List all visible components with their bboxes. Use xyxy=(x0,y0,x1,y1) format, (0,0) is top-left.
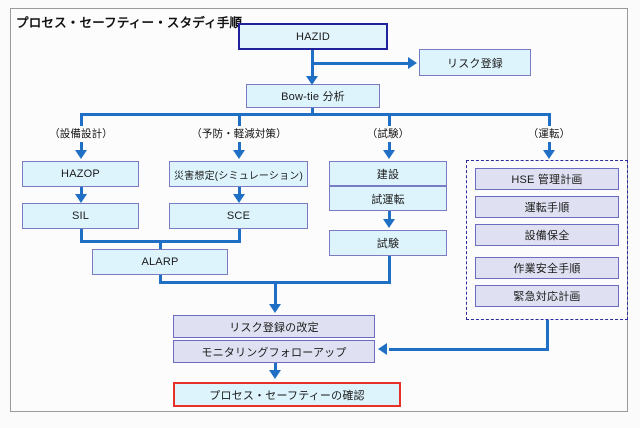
connector-sce-down xyxy=(238,229,241,243)
branch-label-testing: （試験） xyxy=(366,128,410,140)
connector-distributor-bar xyxy=(80,113,551,116)
connector-commissioning-to-test xyxy=(388,211,391,222)
connector-test-down xyxy=(388,256,391,283)
connector-branch-arrow-3 xyxy=(388,142,391,153)
node-risk-register[interactable]: リスク登録 xyxy=(419,49,531,76)
arrowhead-branch-4 xyxy=(543,150,555,159)
node-risk-register-revision[interactable]: リスク登録の改定 xyxy=(173,315,375,338)
page-title: プロセス・セーフティー・スタディ手順 xyxy=(16,16,243,30)
node-sce[interactable]: SCE xyxy=(169,203,308,229)
connector-branch-arrow-2 xyxy=(238,142,241,153)
connector-bowtie-down xyxy=(311,108,314,115)
arrowhead-commissioning-to-test xyxy=(383,219,395,228)
node-hazop[interactable]: HAZOP xyxy=(22,161,139,187)
connector-alarp-stem xyxy=(159,240,162,249)
arrowhead-sim-to-sce xyxy=(233,194,245,203)
node-hazid[interactable]: HAZID xyxy=(238,23,388,50)
arrowhead-branch-3 xyxy=(383,150,395,159)
connector-branch-stem-2 xyxy=(238,113,241,126)
connector-sim-to-sce xyxy=(238,187,241,197)
node-operating-procedures[interactable]: 運転手順 xyxy=(475,196,619,218)
node-disaster-simulation[interactable]: 災害想定(シミュレーション) xyxy=(169,161,308,187)
node-monitoring-followup[interactable]: モニタリングフォローアップ xyxy=(173,340,375,363)
branch-label-operations: （運転） xyxy=(527,128,571,140)
arrowhead-to-monitoring xyxy=(378,343,387,355)
connector-hazid-to-risk-register xyxy=(311,62,410,65)
node-hse-management-plan[interactable]: HSE 管理計画 xyxy=(475,168,619,190)
connector-group-to-monitoring xyxy=(389,348,549,351)
connector-branch-arrow-4 xyxy=(548,142,551,153)
connector-to-risk-revision xyxy=(274,281,277,307)
branch-label-prevention-mitigation: （予防・軽減対策） xyxy=(191,128,287,140)
arrowhead-hazop-to-sil xyxy=(75,194,87,203)
node-work-safety-procedures[interactable]: 作業安全手順 xyxy=(475,257,619,279)
connector-branch-stem-1 xyxy=(80,113,83,126)
node-construction[interactable]: 建設 xyxy=(329,161,447,186)
node-process-safety-confirmation[interactable]: プロセス・セーフティーの確認 xyxy=(173,382,401,407)
connector-branch-stem-3 xyxy=(388,113,391,126)
arrowhead-branch-2 xyxy=(233,150,245,159)
arrowhead-to-risk-revision xyxy=(269,304,281,313)
arrowhead-to-process-safety xyxy=(269,370,281,379)
node-emergency-response-plan[interactable]: 緊急対応計画 xyxy=(475,285,619,307)
connector-sil-down xyxy=(80,229,83,243)
node-equipment-maintenance[interactable]: 設備保全 xyxy=(475,224,619,246)
node-test[interactable]: 試験 xyxy=(329,230,447,256)
node-commissioning[interactable]: 試運転 xyxy=(329,186,447,211)
node-bowtie-analysis[interactable]: Bow-tie 分析 xyxy=(246,84,380,108)
connector-monitoring-down xyxy=(274,363,277,373)
connector-branch-stem-4 xyxy=(548,113,551,126)
branch-label-equipment-design: （設備設計） xyxy=(49,128,113,140)
connector-alarp-down xyxy=(159,275,162,284)
connector-hazid-down xyxy=(311,50,314,65)
connector-branch-arrow-1 xyxy=(80,142,83,153)
node-alarp[interactable]: ALARP xyxy=(92,249,228,275)
connector-group-down xyxy=(546,320,549,351)
arrowhead-to-bowtie xyxy=(306,76,318,85)
connector-hazid-to-bowtie xyxy=(311,62,314,79)
connector-hazop-to-sil xyxy=(80,187,83,197)
operations-group-region xyxy=(466,160,628,320)
node-sil[interactable]: SIL xyxy=(22,203,139,229)
arrowhead-to-risk-register xyxy=(408,57,417,69)
arrowhead-branch-1 xyxy=(75,150,87,159)
